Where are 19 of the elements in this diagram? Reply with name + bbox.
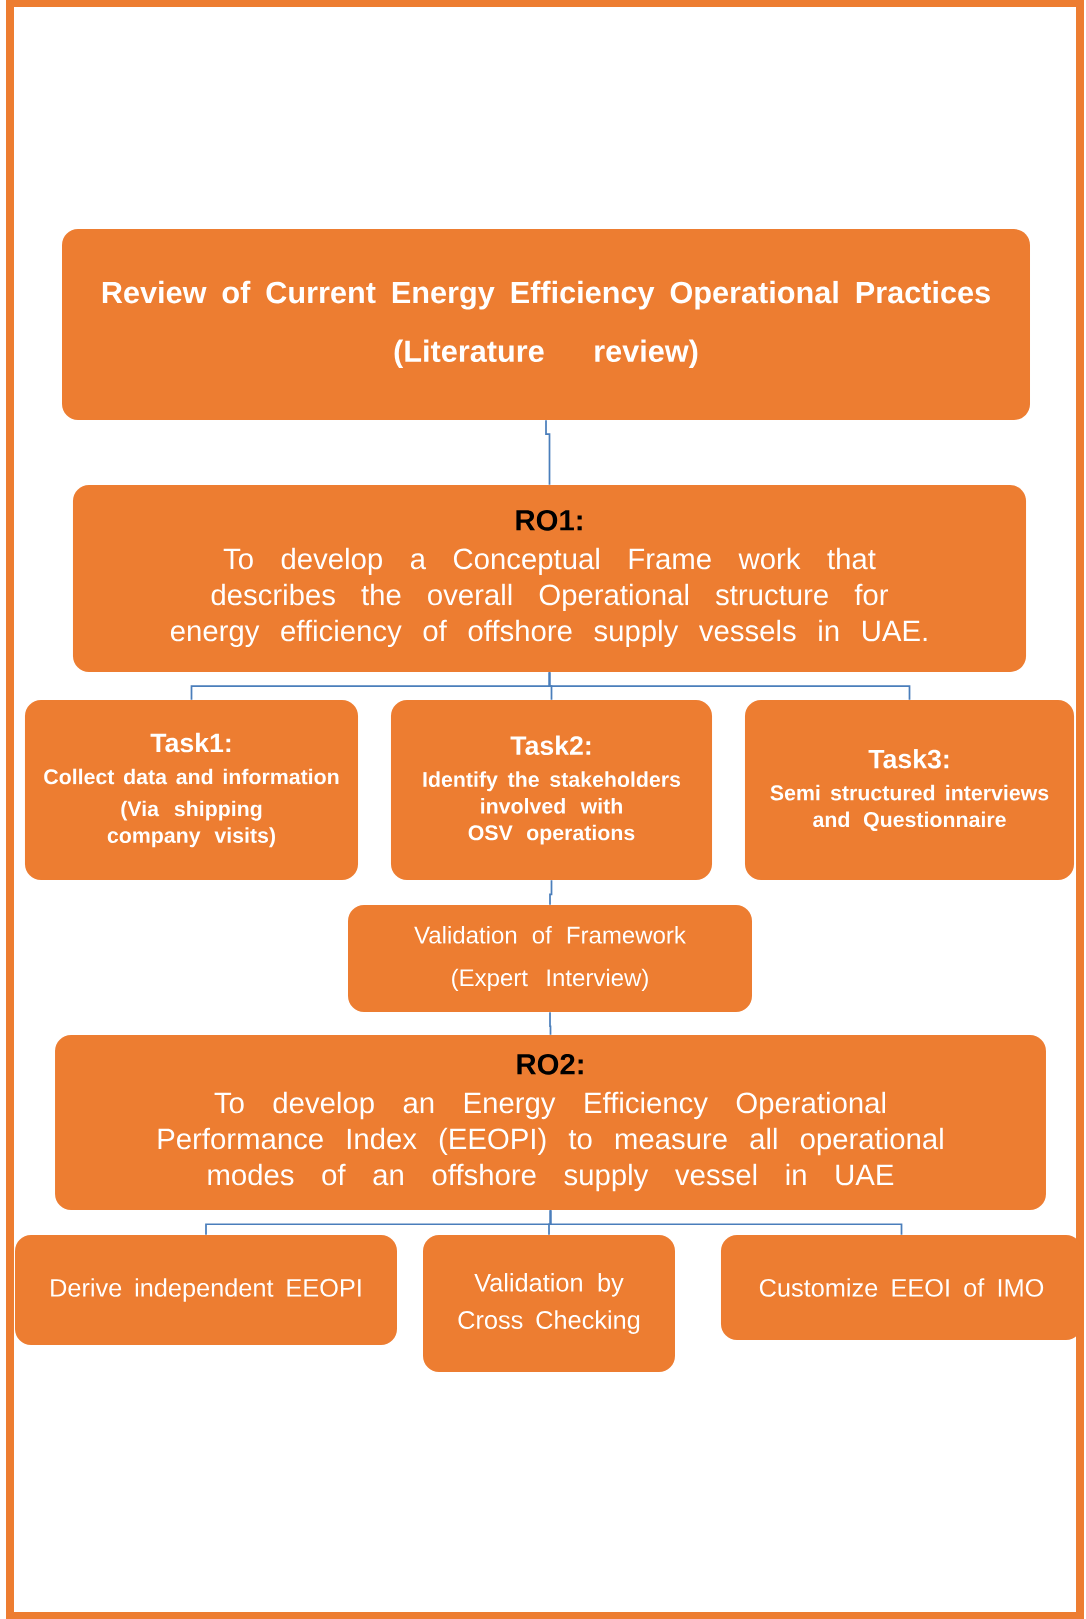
process-box: Validation by Cross Checking [423,1235,675,1373]
connector-line [545,419,551,486]
process-box: Customize EEOI of IMO [720,1235,1083,1341]
process-box: Review of Current Energy Efficiency Operational Practices (Literature review) [62,229,1030,420]
node-label: Customize EEOI of IMO [759,1278,1044,1297]
process-box: Task2: Identify the stakeholders involved with OSV operations [390,700,713,880]
process-box: Task1: Collect data and information (Via shipping company visits) [24,700,359,880]
process-box: RO1: To develop a Conceptual Frame work that describes the overall Operational structure for energy efficiency of offshore supply vessels in UAE. [72,485,1027,672]
process-box: Derive independent EEOPI [15,1235,397,1345]
process-box: Validation of Framework (Expert Interview) [348,905,752,1012]
process-box: RO2: To develop an Energy Efficiency Operational Performance Index (EEOPI) to measure all operational modes of an offshore supply vessel in UAE [55,1035,1046,1210]
connector-line [549,1011,552,1036]
node-label: Task3: [868,748,949,769]
connector-line [549,879,553,906]
node-label: Derive independent EEOPI [51,1278,361,1302]
connector-line [549,1209,903,1236]
node-label: Semi structured interviews and Questionnaire [770,784,1049,832]
process-box: Task3: Semi structured interviews and Questionnaire [744,700,1075,880]
connector-line [548,671,911,701]
